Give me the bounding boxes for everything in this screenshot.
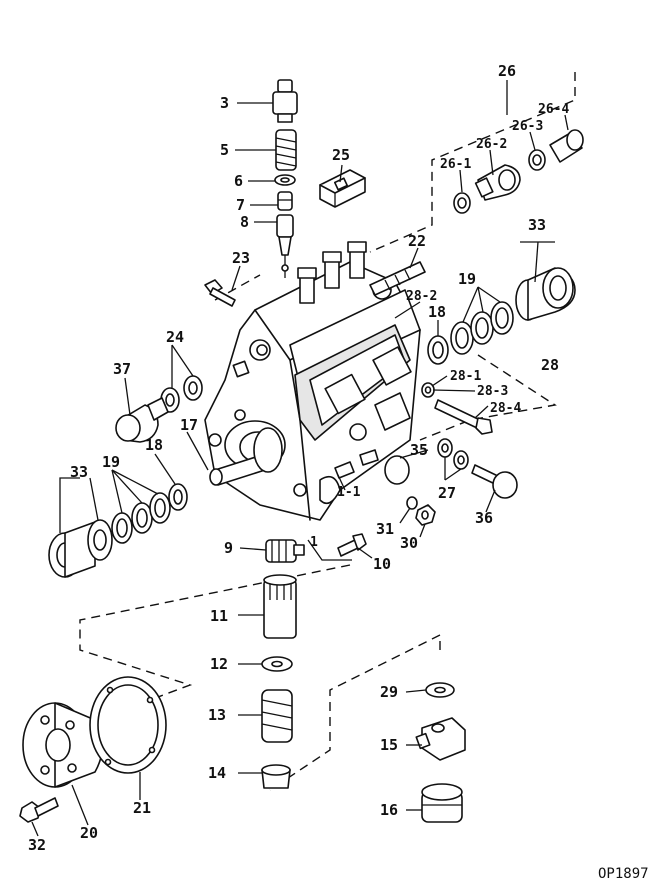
label-36: 36 <box>475 509 493 527</box>
label-24: 24 <box>166 328 184 346</box>
callout-labels: 3 5 6 7 8 25 23 22 26 26-1 26-2 26-3 26-… <box>28 62 649 882</box>
label-16: 16 <box>380 801 398 819</box>
part-19-shims-lower <box>111 492 171 544</box>
label-37: 37 <box>113 360 131 378</box>
label-10: 10 <box>373 555 391 573</box>
part-1-1-fittings <box>334 449 379 479</box>
part-19-shims-upper <box>450 301 514 355</box>
part-23-bolt <box>204 279 236 307</box>
label-26-2: 26-2 <box>476 137 507 152</box>
part-13-spring <box>261 689 293 743</box>
part-3-holder <box>272 79 298 123</box>
label-14: 14 <box>208 764 226 782</box>
part-7-valve <box>277 191 293 211</box>
part-37-bolt <box>115 360 250 443</box>
label-13: 13 <box>208 706 226 724</box>
part-11-sleeve <box>263 574 297 639</box>
label-9: 9 <box>224 539 233 557</box>
label-5: 5 <box>220 141 229 159</box>
label-26-3: 26-3 <box>512 119 543 134</box>
label-19-upper: 19 <box>458 270 476 288</box>
label-30: 30 <box>400 534 418 552</box>
label-1: 1 <box>310 535 318 550</box>
part-33-gear-lower <box>48 519 113 578</box>
part-24-washers <box>160 375 203 413</box>
part-31-washer <box>406 496 418 510</box>
label-3: 3 <box>220 94 229 112</box>
label-21: 21 <box>133 799 151 817</box>
part-35-plug <box>384 455 410 485</box>
label-18-lower: 18 <box>145 436 163 454</box>
label-28-4: 28-4 <box>490 401 521 416</box>
label-6: 6 <box>234 172 243 190</box>
part-29-washer <box>425 682 455 698</box>
label-8: 8 <box>240 213 249 231</box>
part-9-gear <box>265 539 305 563</box>
part-8-seat <box>276 214 294 278</box>
part-5-spring <box>275 129 297 171</box>
label-28-2: 28-2 <box>406 289 437 304</box>
part-32-bolt <box>19 797 59 823</box>
part-30-nut <box>415 504 436 526</box>
part-10-bolt <box>337 533 367 557</box>
part-21-gasket <box>89 676 167 774</box>
label-15: 15 <box>380 736 398 754</box>
label-35: 35 <box>410 441 428 459</box>
label-33-upper: 33 <box>528 216 546 234</box>
label-11: 11 <box>210 607 228 625</box>
label-28: 28 <box>541 356 559 374</box>
label-7: 7 <box>236 196 245 214</box>
label-19-lower: 19 <box>102 453 120 471</box>
part-33-gear-upper <box>515 267 576 321</box>
part-12-washer <box>261 656 293 672</box>
label-29: 29 <box>380 683 398 701</box>
part-6-washer <box>274 174 296 186</box>
label-23: 23 <box>232 249 250 267</box>
label-27: 27 <box>438 484 456 502</box>
delivery-valve-holders <box>297 241 367 304</box>
part-18-ring-lower <box>168 483 188 511</box>
label-12: 12 <box>210 655 228 673</box>
label-26-4: 26-4 <box>538 102 569 117</box>
label-26-1: 26-1 <box>440 157 471 172</box>
part-18-ring-upper <box>427 335 449 365</box>
label-32: 32 <box>28 836 46 854</box>
figure-code: OP1897 <box>598 866 649 882</box>
part-26-assembly <box>453 129 584 214</box>
part-16-plunger <box>421 783 463 823</box>
part-17-shaft <box>209 427 283 486</box>
label-31: 31 <box>376 520 394 538</box>
label-28-1: 28-1 <box>450 369 481 384</box>
part-22-stud <box>369 261 426 296</box>
label-25: 25 <box>332 146 350 164</box>
label-18-upper: 18 <box>428 303 446 321</box>
part-15-lever <box>415 717 466 761</box>
label-1-1: 1-1 <box>337 485 361 500</box>
leader-lines <box>31 80 569 837</box>
label-22: 22 <box>408 232 426 250</box>
label-33-lower: 33 <box>70 463 88 481</box>
label-26: 26 <box>498 62 516 80</box>
label-20: 20 <box>80 824 98 842</box>
part-14-seat <box>261 764 291 789</box>
part-36-bolt <box>471 464 518 499</box>
label-17: 17 <box>180 416 198 434</box>
part-25-bracket <box>319 169 366 208</box>
label-28-3: 28-3 <box>477 384 508 399</box>
part-27-washers <box>437 438 469 470</box>
